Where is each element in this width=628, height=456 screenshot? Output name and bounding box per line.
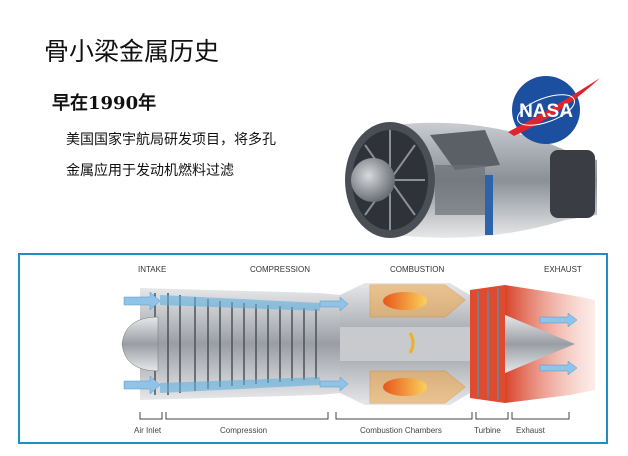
label-compression-stage: Compression — [220, 426, 268, 435]
label-compression: COMPRESSION — [250, 265, 311, 274]
body-line-2: 金属应用于发动机燃料过滤 — [66, 163, 234, 179]
label-combustion-chambers: Combustion Chambers — [360, 426, 442, 435]
jet-engine-photo — [345, 122, 597, 238]
slide-subtitle: 早在1990年 — [52, 93, 157, 114]
label-intake: INTAKE — [138, 265, 167, 274]
slide-title: 骨小梁金属历史 — [44, 37, 220, 66]
engine-cutaway — [121, 283, 595, 420]
label-exhaust-stage: Exhaust — [516, 426, 545, 435]
label-air-inlet: Air Inlet — [134, 426, 162, 435]
label-combustion: COMBUSTION — [390, 265, 445, 274]
jet-engine-diagram: INTAKE COMPRESSION COMBUSTION EXHAUST Ai… — [18, 253, 608, 444]
body-line-1: 美国国家宇航局研发项目，将多孔 — [66, 132, 276, 148]
label-exhaust: EXHAUST — [544, 265, 582, 274]
label-turbine: Turbine — [474, 426, 501, 435]
svg-text:NASA: NASA — [519, 101, 573, 122]
nasa-logo: NASA — [508, 76, 600, 144]
